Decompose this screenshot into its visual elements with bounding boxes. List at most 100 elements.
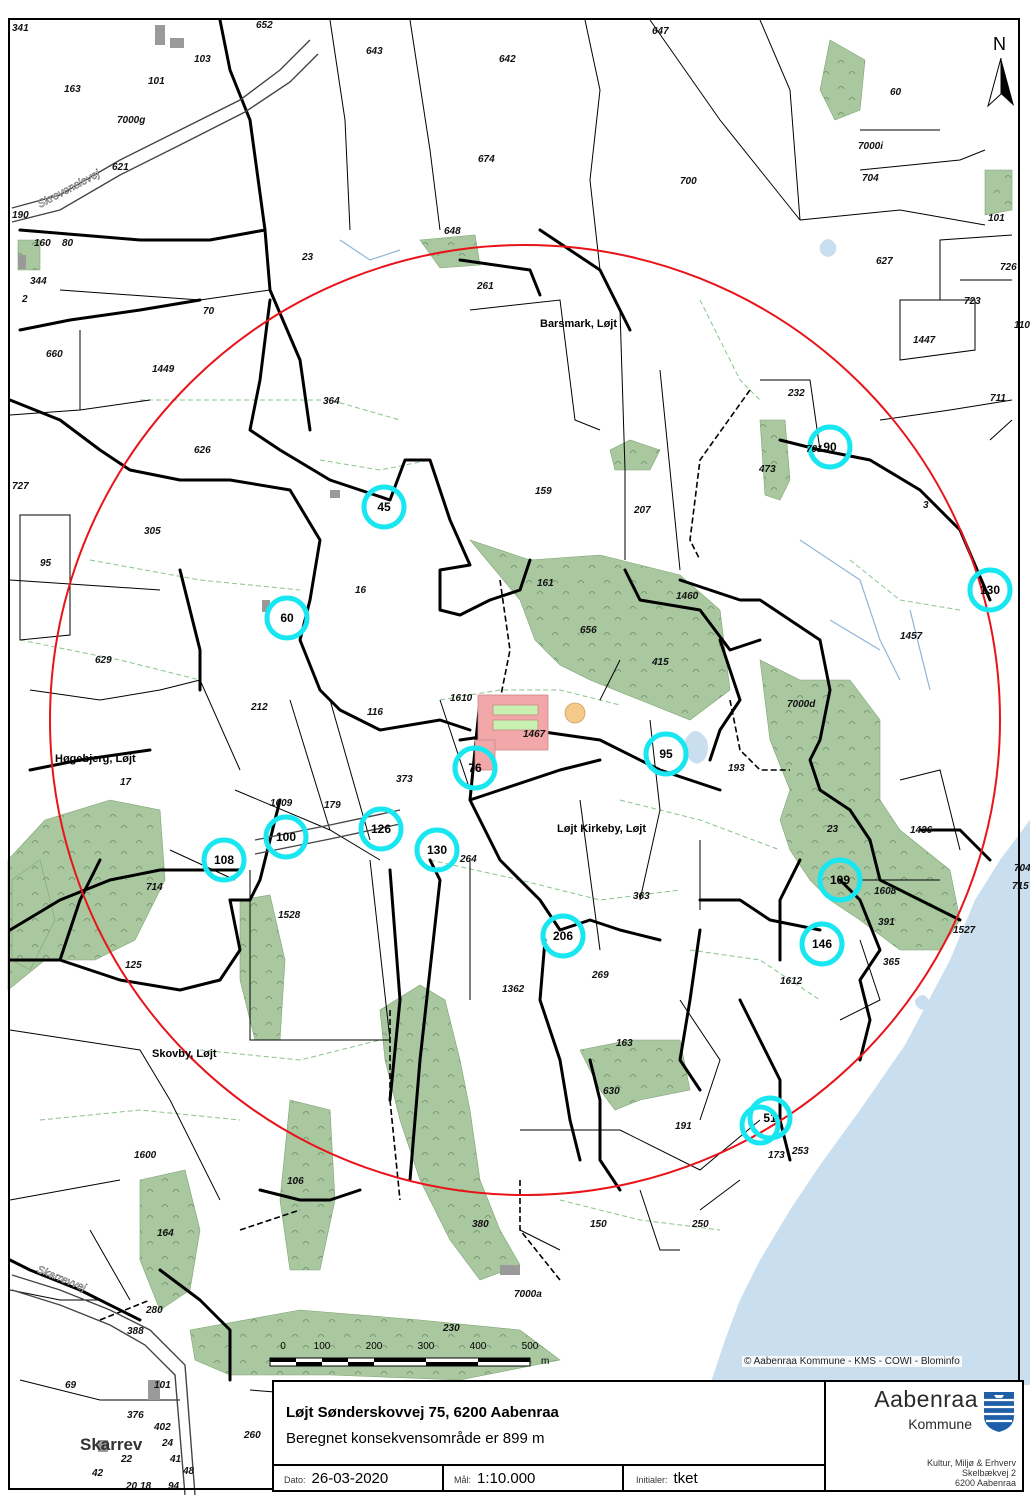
initials-label: Initialer: (636, 1475, 668, 1485)
parcel-number: 17 (120, 777, 132, 788)
parcel-number: 652 (256, 20, 273, 31)
parcel-number: 341 (12, 23, 29, 34)
parcel-number: 7000a (514, 1289, 542, 1300)
parcel-number: 101 (988, 213, 1005, 224)
parcel-number: 726 (1000, 262, 1017, 273)
parcel-number: 727 (12, 481, 29, 492)
scalebar-tick-label: 500 (522, 1341, 539, 1352)
parcel-number: 363 (633, 891, 650, 902)
parcel-number: 674 (478, 154, 495, 165)
buildings (474, 694, 586, 771)
north-arrow: N (984, 34, 1018, 114)
parcel-number: 232 (787, 388, 805, 399)
parcel-number: 402 (153, 1422, 171, 1433)
logo-kommune: Kommune (908, 1416, 972, 1432)
department-address: Kultur, Miljø & Erhverv Skelbækvej 2 620… (826, 1458, 1016, 1488)
title-block: Løjt Sønderskovvej 75, 6200 Aabenraa Ber… (272, 1380, 1024, 1492)
parcel-number: 160 (34, 238, 51, 249)
parcel-number: 630 (603, 1086, 620, 1097)
parcel-number: 1600 (134, 1150, 157, 1161)
impact-marker: 146 (799, 921, 845, 967)
north-arrow-icon (987, 57, 1014, 108)
parcel-number: 7000g (117, 115, 145, 126)
parcel-number: 704 (1014, 863, 1030, 874)
svg-text:60: 60 (280, 611, 294, 625)
parcel-number: 159 (535, 486, 552, 497)
parcel-number: 376 (127, 1410, 144, 1421)
lake (819, 239, 837, 257)
major-boundaries (8, 18, 992, 1382)
parcel-number: 723 (964, 296, 981, 307)
department-line: 6200 Aabenraa (954, 1478, 1016, 1488)
aabenraa-shield-icon (984, 1392, 1014, 1432)
parcel-number: 191 (675, 1121, 692, 1132)
forest-areas (7, 39, 1013, 1381)
parcel-number: 1608 (874, 886, 897, 897)
parcel-number: 1447 (913, 335, 936, 346)
date-label: Dato: (284, 1475, 306, 1485)
scalebar-tick-label: 400 (470, 1341, 487, 1352)
place-name-label: Skovby, Løjt (152, 1048, 217, 1060)
parcel-number: 18 (140, 1481, 152, 1492)
title-block-main: Løjt Sønderskovvej 75, 6200 Aabenraa Ber… (274, 1382, 826, 1492)
parcel-number: 212 (250, 702, 268, 713)
scale-label: Mål: (454, 1475, 472, 1485)
parcel-number: 230 (442, 1323, 460, 1334)
impact-marker: 90 (807, 424, 853, 470)
metadata-row: Dato:26-03-2020 Mål:1:10.000 Initialer:t… (274, 1464, 824, 1494)
parcel-number: 305 (144, 526, 161, 537)
parcel-number: 207 (633, 505, 651, 516)
parcel-number: 163 (616, 1038, 633, 1049)
parcel-number: 656 (580, 625, 597, 636)
paths-hedges (19, 299, 961, 1231)
parcel-number: 629 (95, 655, 112, 666)
parcel-number: 621 (112, 162, 129, 173)
parcel-number: 250 (691, 1219, 709, 1230)
farm-buildings (18, 25, 520, 1452)
parcel-number: 95 (40, 558, 52, 569)
svg-text:109: 109 (830, 873, 850, 887)
parcel-number: 373 (396, 774, 413, 785)
parcel-number: 116 (367, 707, 383, 718)
parcel-number: 1609 (270, 798, 293, 809)
parcel-number: 261 (476, 281, 494, 292)
impact-marker: 45 (361, 484, 407, 530)
buffer-circle (49, 244, 1001, 1196)
logo-name: Aabenraa (874, 1386, 978, 1412)
parcel-number: 173 (768, 1150, 785, 1161)
impact-marker: 109 (817, 857, 863, 903)
scalebar-unit: m (541, 1356, 549, 1367)
impact-marker: 95 (643, 731, 689, 777)
scalebar-tick-label: 300 (418, 1341, 435, 1352)
place-name-label: Skarrev (80, 1435, 143, 1454)
parcel-number: 80 (62, 238, 74, 249)
parcel-number: 700 (680, 176, 697, 187)
impact-marker-overlap (739, 1104, 781, 1146)
parcel-number: 714 (146, 882, 163, 893)
parcel-number: 20 (125, 1481, 138, 1492)
address-title: Løjt Sønderskovvej 75, 6200 Aabenraa (286, 1404, 559, 1421)
impact-marker: 130 (967, 567, 1013, 613)
parcel-number: 106 (287, 1176, 304, 1187)
parcel-number: 1612 (780, 976, 803, 987)
parcel-number: 364 (323, 396, 340, 407)
parcel-number: 48 (182, 1466, 195, 1477)
scale-cell: Mål:1:10.000 (444, 1466, 624, 1492)
parcel-number: 391 (878, 917, 895, 928)
parcel-number: 41 (169, 1454, 182, 1465)
impact-marker: 76 (452, 745, 498, 791)
parcel-number: 1362 (502, 984, 525, 995)
parcel-number: 1528 (278, 910, 301, 921)
parcel-number: 627 (876, 256, 893, 267)
parcel-number: 103 (194, 54, 211, 65)
parcel-number: 163 (64, 84, 81, 95)
impact-marker: 130 (414, 827, 460, 873)
streams (339, 239, 931, 691)
parcel-number: 660 (46, 349, 63, 360)
tracks (99, 389, 790, 1321)
parcel-number: 23 (301, 252, 314, 263)
svg-text:95: 95 (659, 747, 673, 761)
parcel-number: 280 (145, 1305, 163, 1316)
parcel-number: 260 (243, 1430, 261, 1441)
